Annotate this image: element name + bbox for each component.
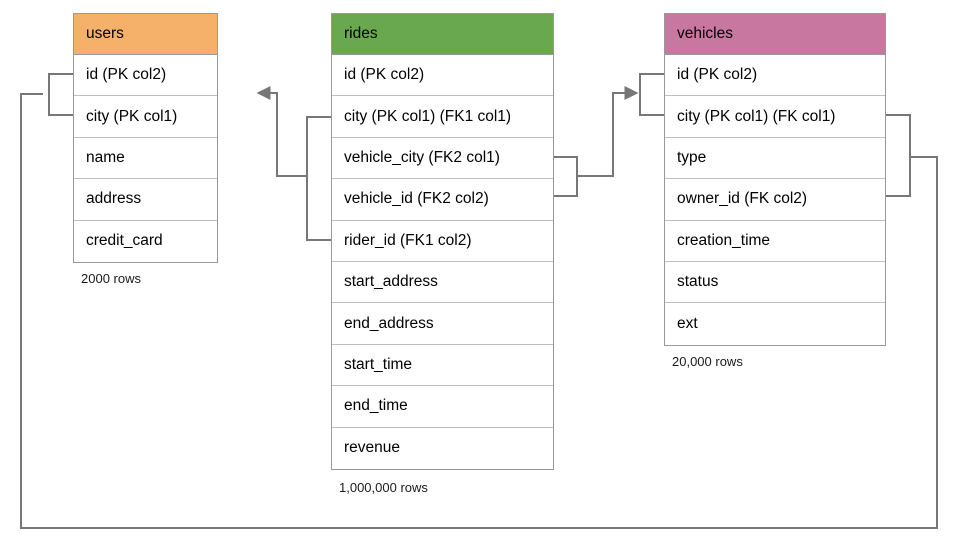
table-rides-column-end-address[interactable]: end_address — [332, 303, 553, 345]
table-vehicles-column-type[interactable]: type — [665, 137, 885, 180]
connector-rides-vehicle-to-vehicles — [553, 86, 639, 197]
table-users-column-city[interactable]: city (PK col1) — [74, 96, 217, 138]
connector-rides-rider-to-users — [256, 86, 331, 241]
table-users[interactable]: users id (PK col2) city (PK col1) name a… — [73, 13, 218, 263]
table-rides-column-id[interactable]: id (PK col2) — [332, 55, 553, 97]
connector-vehicles-key-bracket — [639, 73, 664, 116]
table-vehicles-column-id[interactable]: id (PK col2) — [665, 55, 885, 97]
table-rides-title: rides — [344, 25, 378, 42]
table-vehicles-column-owner-id[interactable]: owner_id (FK col2) — [665, 179, 885, 221]
connector-users-key-bracket — [48, 73, 73, 116]
table-rides-column-revenue[interactable]: revenue — [332, 427, 553, 469]
table-vehicles-column-creation-time[interactable]: creation_time — [665, 220, 885, 262]
table-rides[interactable]: rides id (PK col2) city (PK col1) (FK1 c… — [331, 13, 554, 470]
table-rides-column-city[interactable]: city (PK col1) (FK1 col1) — [332, 96, 553, 138]
table-users-column-address[interactable]: address — [74, 179, 217, 221]
table-rides-column-vehicle-city[interactable]: vehicle_city (FK2 col1) — [332, 137, 553, 180]
table-vehicles[interactable]: vehicles id (PK col2) city (PK col1) (FK… — [664, 13, 886, 346]
table-rides-column-end-time[interactable]: end_time — [332, 386, 553, 428]
table-users-column-name[interactable]: name — [74, 137, 217, 180]
table-users-rows-label: 2000 rows — [81, 271, 141, 286]
table-rides-rows-label: 1,000,000 rows — [339, 480, 428, 495]
table-vehicles-header: vehicles — [665, 14, 885, 55]
table-vehicles-column-ext[interactable]: ext — [665, 303, 885, 345]
table-users-column-id[interactable]: id (PK col2) — [74, 55, 217, 97]
table-vehicles-column-status[interactable]: status — [665, 261, 885, 304]
table-rides-column-rider-id[interactable]: rider_id (FK1 col2) — [332, 220, 553, 262]
table-rides-column-start-address[interactable]: start_address — [332, 261, 553, 304]
table-vehicles-title: vehicles — [677, 25, 733, 42]
table-users-header: users — [74, 14, 217, 55]
table-users-title: users — [86, 25, 124, 42]
table-users-column-credit-card[interactable]: credit_card — [74, 220, 217, 262]
table-rides-column-vehicle-id[interactable]: vehicle_id (FK2 col2) — [332, 179, 553, 221]
table-rides-header: rides — [332, 14, 553, 55]
table-vehicles-column-city[interactable]: city (PK col1) (FK col1) — [665, 96, 885, 138]
table-vehicles-rows-label: 20,000 rows — [672, 354, 743, 369]
table-rides-column-start-time[interactable]: start_time — [332, 344, 553, 387]
